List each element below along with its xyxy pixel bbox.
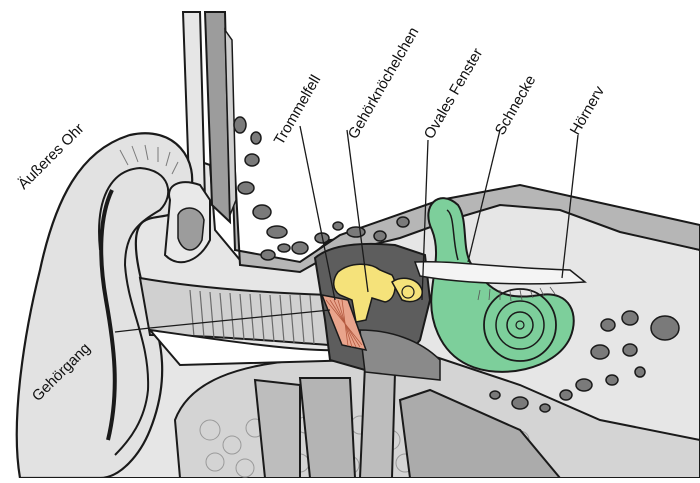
label-ossicles: Gehörknöchelchen <box>345 24 423 142</box>
label-eardrum: Trommelfell <box>271 72 325 148</box>
label-oval-window: Ovales Fenster <box>421 45 487 142</box>
mastoid-cavity <box>178 208 204 250</box>
label-auditory-nerve: Hörnerv <box>567 83 609 138</box>
label-cochlea: Schnecke <box>492 72 540 138</box>
